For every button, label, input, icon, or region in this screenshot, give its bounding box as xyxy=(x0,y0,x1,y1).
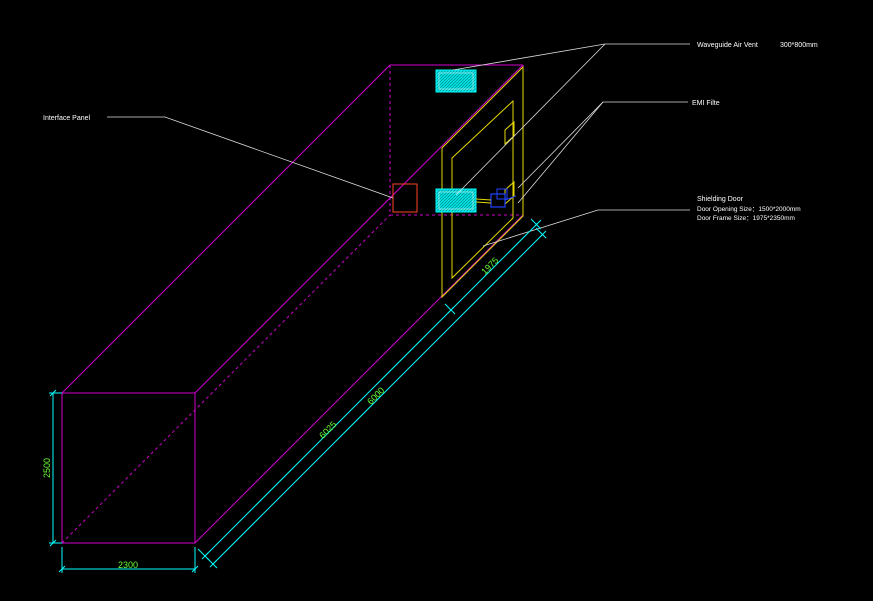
dimension-width-value: 2300 xyxy=(118,560,138,570)
dimension-length-outer: 6025 xyxy=(197,303,456,561)
waveguide-vent-top xyxy=(435,69,477,93)
dimension-length-inner-value: 6000 xyxy=(365,385,386,406)
leader-lines xyxy=(107,43,690,247)
interface-panel-label: Interface Panel xyxy=(43,115,91,122)
dimension-length-inner: 6000 xyxy=(206,227,547,569)
door-opening-label: Door Opening Size：1500*2000mm xyxy=(697,206,801,213)
waveguide-vent-size: 300*800mm xyxy=(780,42,818,49)
emi-filter-label: EMI Filte xyxy=(692,100,720,107)
shielding-door-label: Shielding Door xyxy=(697,196,744,203)
dimension-height-value: 2500 xyxy=(42,458,52,478)
dimension-length-outer-value: 6025 xyxy=(317,419,338,440)
dimension-door-width: 1975 xyxy=(450,218,542,311)
interface-panel xyxy=(392,183,418,213)
shielding-door xyxy=(441,65,524,299)
dimension-width: 2300 xyxy=(58,547,199,573)
dimension-height: 2500 xyxy=(42,389,62,547)
door-frame-label: Door Frame Size：1975*2350mm xyxy=(697,215,795,222)
waveguide-vent-label: Waveguide Air Vent xyxy=(697,42,758,49)
waveguide-vent-bottom xyxy=(435,188,477,213)
dimension-door-width-value: 1975 xyxy=(479,255,500,276)
emi-filter xyxy=(475,188,517,208)
